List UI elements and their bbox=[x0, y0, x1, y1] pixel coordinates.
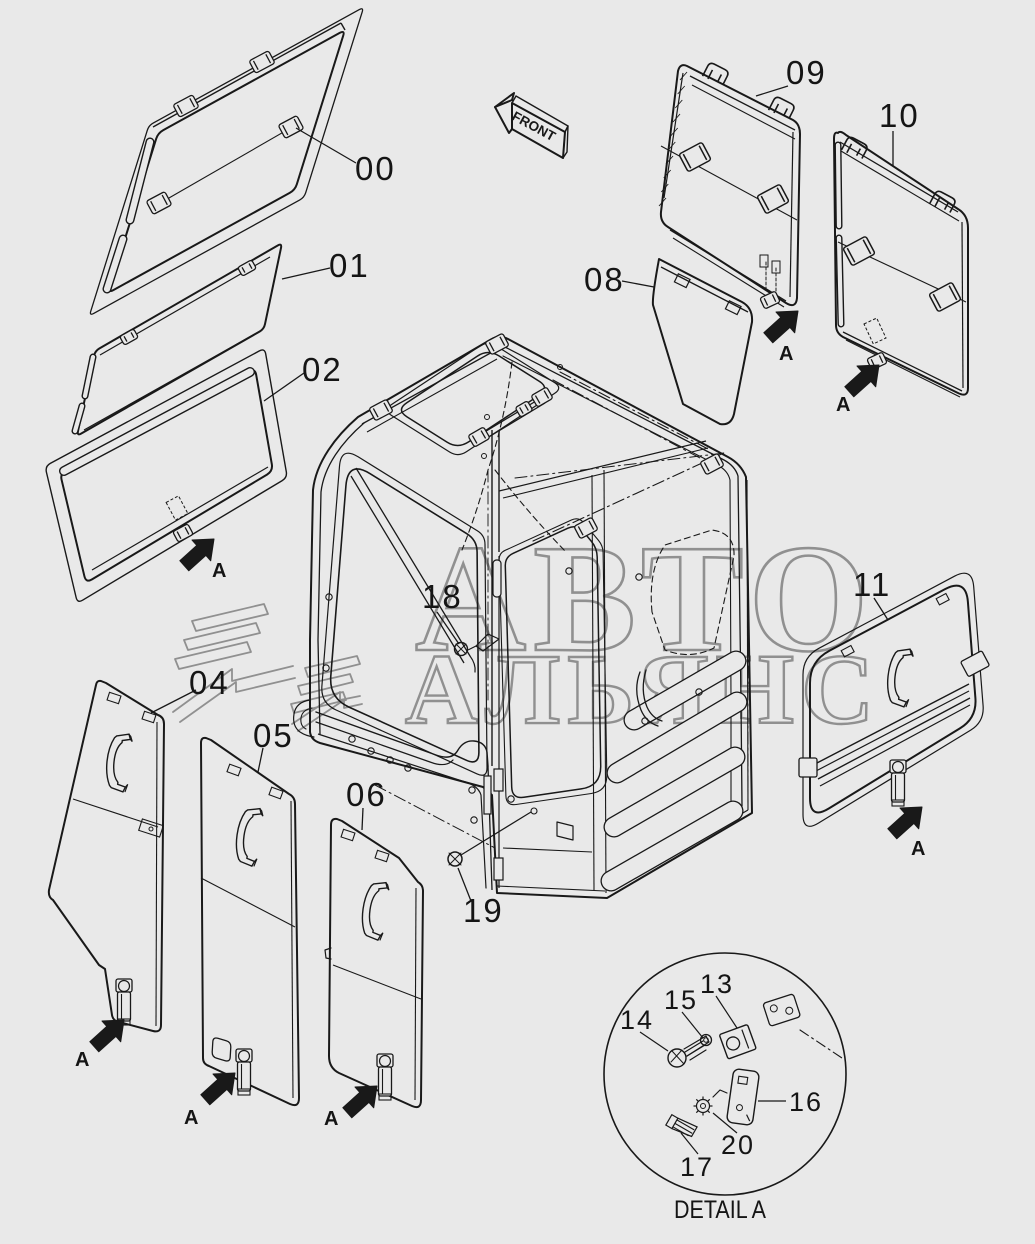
svg-text:10: 10 bbox=[879, 97, 920, 134]
svg-text:13: 13 bbox=[700, 969, 734, 999]
svg-text:A: A bbox=[324, 1108, 338, 1130]
svg-text:04: 04 bbox=[189, 664, 230, 701]
svg-text:19: 19 bbox=[463, 892, 504, 929]
svg-text:15: 15 bbox=[664, 985, 698, 1015]
svg-text:АВТО: АВТО bbox=[415, 514, 875, 684]
svg-text:A: A bbox=[779, 343, 793, 365]
svg-text:11: 11 bbox=[853, 566, 891, 603]
svg-text:A: A bbox=[911, 838, 925, 860]
svg-text:08: 08 bbox=[584, 261, 625, 298]
svg-text:DETAIL A: DETAIL A bbox=[674, 1196, 766, 1224]
svg-text:18: 18 bbox=[422, 578, 463, 615]
svg-text:01: 01 bbox=[329, 247, 370, 284]
svg-text:16: 16 bbox=[789, 1087, 823, 1117]
svg-text:20: 20 bbox=[721, 1130, 755, 1160]
svg-text:05: 05 bbox=[253, 717, 294, 754]
svg-text:A: A bbox=[212, 560, 226, 582]
svg-text:A: A bbox=[184, 1107, 198, 1129]
svg-text:A: A bbox=[75, 1049, 89, 1071]
svg-text:14: 14 bbox=[620, 1005, 654, 1035]
svg-text:17: 17 bbox=[680, 1152, 714, 1182]
svg-text:A: A bbox=[836, 394, 850, 416]
svg-text:09: 09 bbox=[786, 54, 827, 91]
svg-text:02: 02 bbox=[302, 351, 343, 388]
svg-text:00: 00 bbox=[355, 150, 396, 187]
svg-text:06: 06 bbox=[346, 776, 387, 813]
